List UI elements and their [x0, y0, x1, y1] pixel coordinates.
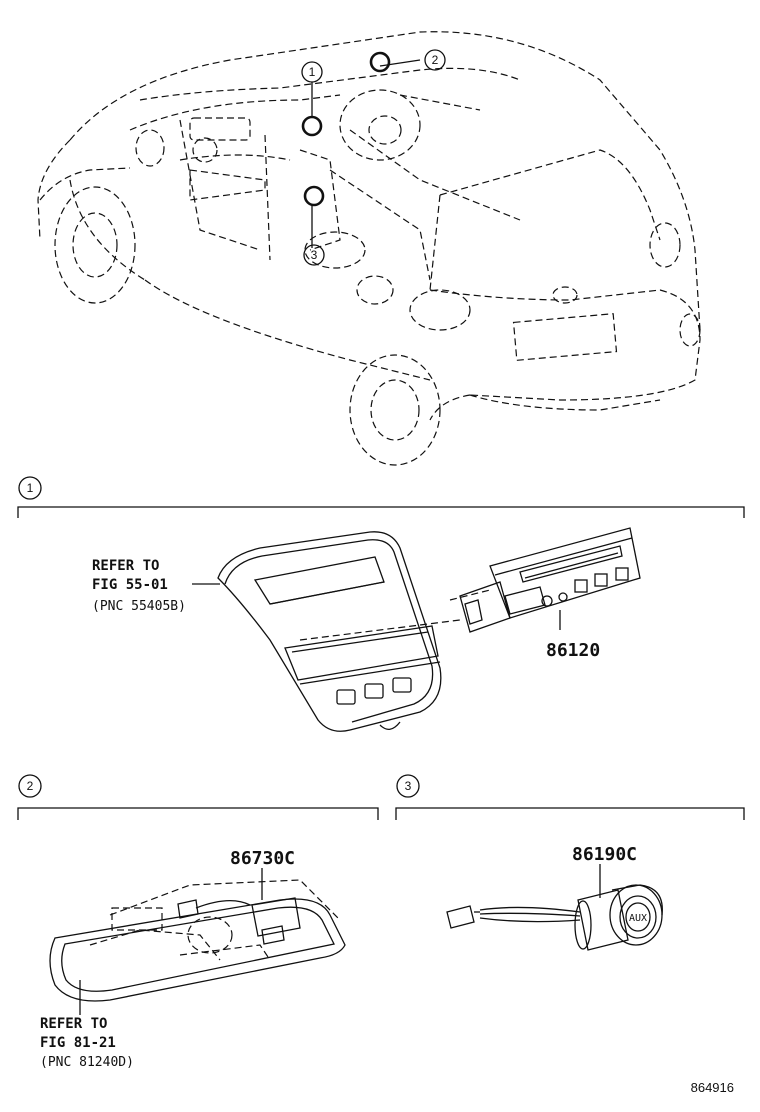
section-1-refer-line3: (PNC 55405B): [92, 599, 186, 614]
section-2: 2 86730C REFER TO FIG 81-21 (PNC 81240D): [17, 774, 379, 1070]
section-3-number-circle: [396, 774, 420, 798]
section-2-number: 2: [27, 779, 34, 793]
section-2-refer-line1: REFER TO: [40, 1016, 107, 1032]
car-overview: 1 2 3: [37, 31, 701, 466]
callout-3-circle: [303, 244, 325, 266]
callout-3: 3: [311, 248, 318, 262]
section-1: 1 REFER TO FIG 55-01 (PNC 55405B): [17, 476, 745, 732]
aux-socket-illustration: [446, 884, 663, 951]
radio-unit-illustration: [449, 527, 641, 633]
section-3-number: 3: [405, 779, 412, 793]
section-2-bracket: [17, 807, 379, 820]
section-3-part-number: 86190C: [572, 844, 637, 865]
center-panel-illustration: [217, 531, 461, 732]
figure-id: 864916: [691, 1080, 734, 1095]
callout-1: 1: [309, 65, 316, 79]
location-marker-1: [301, 115, 323, 137]
section-1-refer-line1: REFER TO: [92, 558, 159, 574]
section-2-part-number: 86730C: [230, 848, 295, 869]
section-2-refer-line2: FIG 81-21: [40, 1035, 116, 1051]
section-1-part-number: 86120: [546, 640, 600, 661]
location-marker-3: [303, 185, 325, 207]
overhead-console-illustration: [49, 879, 346, 1002]
section-1-number-circle: [18, 476, 42, 500]
section-3: 3 86190C AUX: [395, 774, 745, 951]
section-3-bracket: [395, 807, 745, 820]
section-2-number-circle: [18, 774, 42, 798]
callout-2: 2: [432, 53, 439, 67]
section-1-refer-line2: FIG 55-01: [92, 577, 168, 593]
callout-1-circle: [301, 61, 323, 83]
aux-label: AUX: [629, 913, 647, 924]
section-1-bracket: [17, 506, 745, 518]
location-marker-2: [369, 51, 391, 73]
section-1-number: 1: [27, 481, 34, 495]
callout-2-circle: [424, 49, 446, 71]
section-2-refer-line3: (PNC 81240D): [40, 1055, 134, 1070]
